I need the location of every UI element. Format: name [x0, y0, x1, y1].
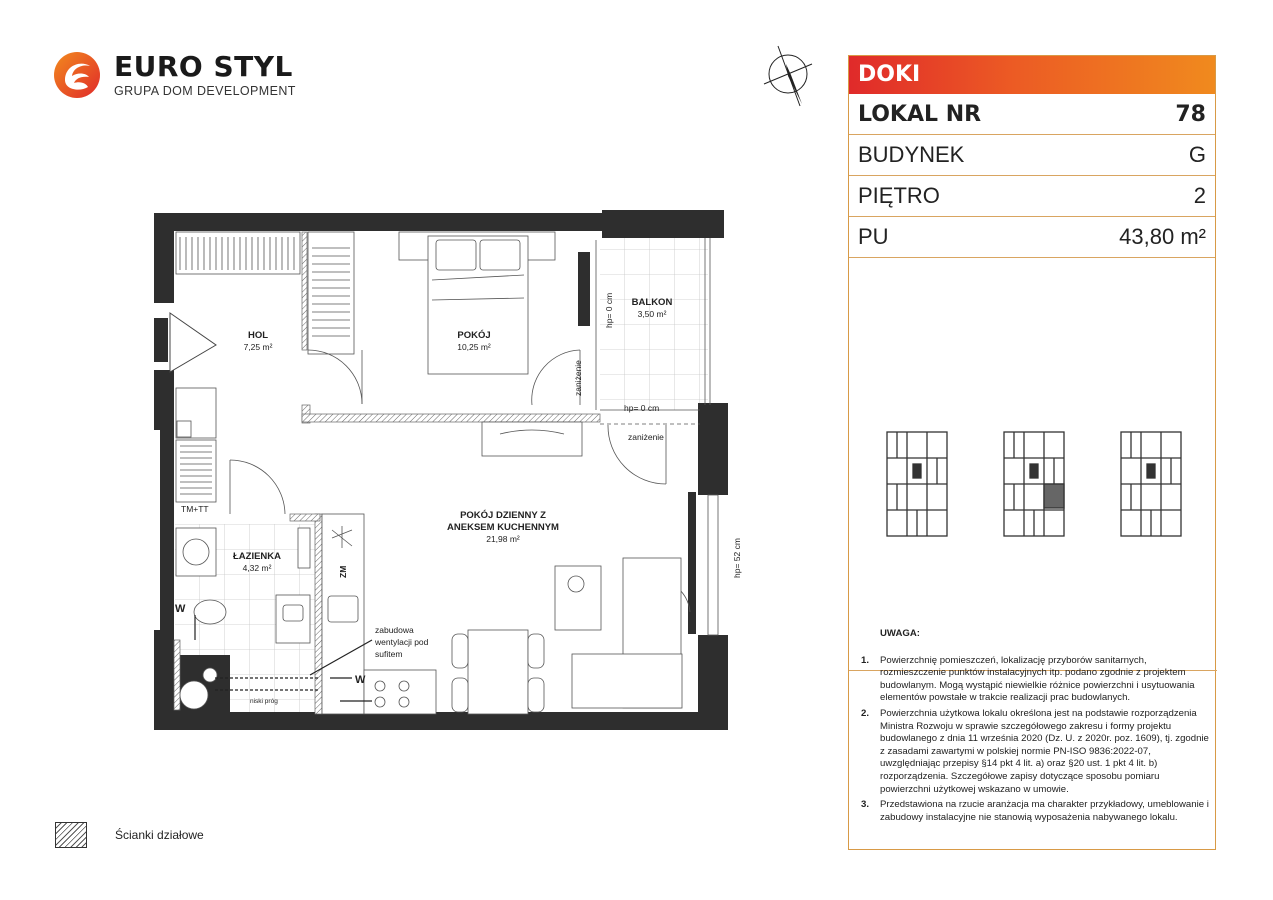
row-budynek-value: G [1188, 142, 1206, 167]
structural-walls [154, 210, 728, 730]
key-plan-floors [886, 431, 1182, 537]
room-name-living-line2: ANEKSEM KUCHENNYM [447, 522, 559, 533]
room-area-lazienka: 4,32 m² [243, 563, 272, 573]
room-area-balkon: 3,50 m² [638, 309, 667, 319]
row-budynek-label: BUDYNEK [858, 142, 965, 167]
row-pu-value: 43,80 m² [1119, 224, 1206, 249]
label-niski-prog: niski próg [250, 698, 278, 705]
label-vent-2: wentylacji pod [374, 637, 429, 647]
row-pu: PU 43,80 m² [849, 217, 1215, 258]
door-swings [229, 349, 691, 613]
apartment-card: DOKI LOKAL NR 78 BUDYNEK G PIĘTRO 2 PU 4… [848, 55, 1217, 850]
brand-logo: EURO STYL GRUPA DOM DEVELOPMENT [52, 50, 296, 100]
label-hp52: hp= 52 cm [732, 538, 742, 578]
legend: Ścianki działowe [55, 822, 204, 848]
room-area-hol: 7,25 m² [244, 342, 273, 352]
note-item: 1. Powierzchnię pomieszczeń, lokalizację… [861, 654, 1195, 704]
bathroom-fixtures [175, 527, 311, 710]
key-plans [849, 314, 1217, 671]
brand-tagline: GRUPA DOM DEVELOPMENT [114, 84, 296, 98]
row-lokal: LOKAL NR 78 [849, 94, 1215, 135]
label-vent-1: zabudowa [375, 625, 414, 635]
row-budynek: BUDYNEK G [849, 135, 1215, 176]
label-zanizenie-2: zaniżenie [628, 432, 664, 442]
partition-walls [173, 231, 601, 715]
investment-name: DOKI [849, 56, 1215, 94]
room-name-pokoj: POKÓJ [457, 329, 490, 341]
label-vent-3: sufitem [375, 649, 402, 659]
entry-door-icon [169, 312, 217, 373]
note-item: 2. Powierzchnia użytkowa lokalu określon… [861, 707, 1209, 795]
row-lokal-label: LOKAL NR [858, 101, 982, 127]
partition-hatch-swatch [55, 822, 87, 848]
row-pietro: PIĘTRO 2 [849, 176, 1215, 217]
room-name-balkon: BALKON [632, 297, 673, 308]
bed-icon [398, 231, 556, 375]
notes-title: UWAGA: [880, 628, 920, 639]
note-item: 3. Przedstawiona na rzucie aranżacja ma … [861, 799, 1209, 823]
north-arrow-icon [763, 45, 813, 107]
row-pietro-value: 2 [1193, 183, 1206, 208]
label-w-1: W [355, 674, 366, 686]
room-name-hol: HOL [248, 330, 268, 341]
legend-label: Ścianki działowe [115, 828, 204, 842]
key-plan-1 [886, 431, 948, 537]
label-zm: ZM [338, 566, 348, 578]
floor-plan: HOL 7,25 m² POKÓJ 10,25 m² BALKON 3,50 m… [154, 210, 742, 730]
label-zanizenie-1: zaniżenie [573, 360, 583, 396]
kitchen-units [321, 513, 437, 715]
label-hp0-vertical: hp= 0 cm [604, 293, 614, 328]
key-plan-2 [1003, 431, 1065, 537]
brand-name: EURO STYL [114, 50, 293, 83]
label-hp0-horizontal: hp= 0 cm [624, 403, 659, 413]
room-area-living: 21,98 m² [486, 534, 520, 544]
balcony-railing [595, 238, 711, 425]
euro-styl-logo-icon [54, 52, 100, 98]
room-area-pokoj: 10,25 m² [457, 342, 491, 352]
key-plan-3 [1120, 431, 1182, 537]
row-lokal-value: 78 [1175, 101, 1206, 127]
label-tm-tt: TM+TT [181, 504, 209, 514]
living-furniture [451, 421, 719, 715]
row-pu-label: PU [858, 224, 889, 249]
row-pietro-label: PIĘTRO [858, 183, 940, 208]
balcony-floor [600, 237, 708, 410]
ventilation-arrows [194, 615, 373, 702]
label-w-2: W [175, 603, 186, 615]
room-name-lazienka: ŁAZIENKA [233, 551, 281, 562]
room-name-living-line1: POKÓJ DZIENNY Z [460, 509, 546, 521]
hall-wardrobes [175, 231, 355, 503]
notes: UWAGA: 1. Powierzchnię pomieszczeń, loka… [861, 628, 1209, 827]
